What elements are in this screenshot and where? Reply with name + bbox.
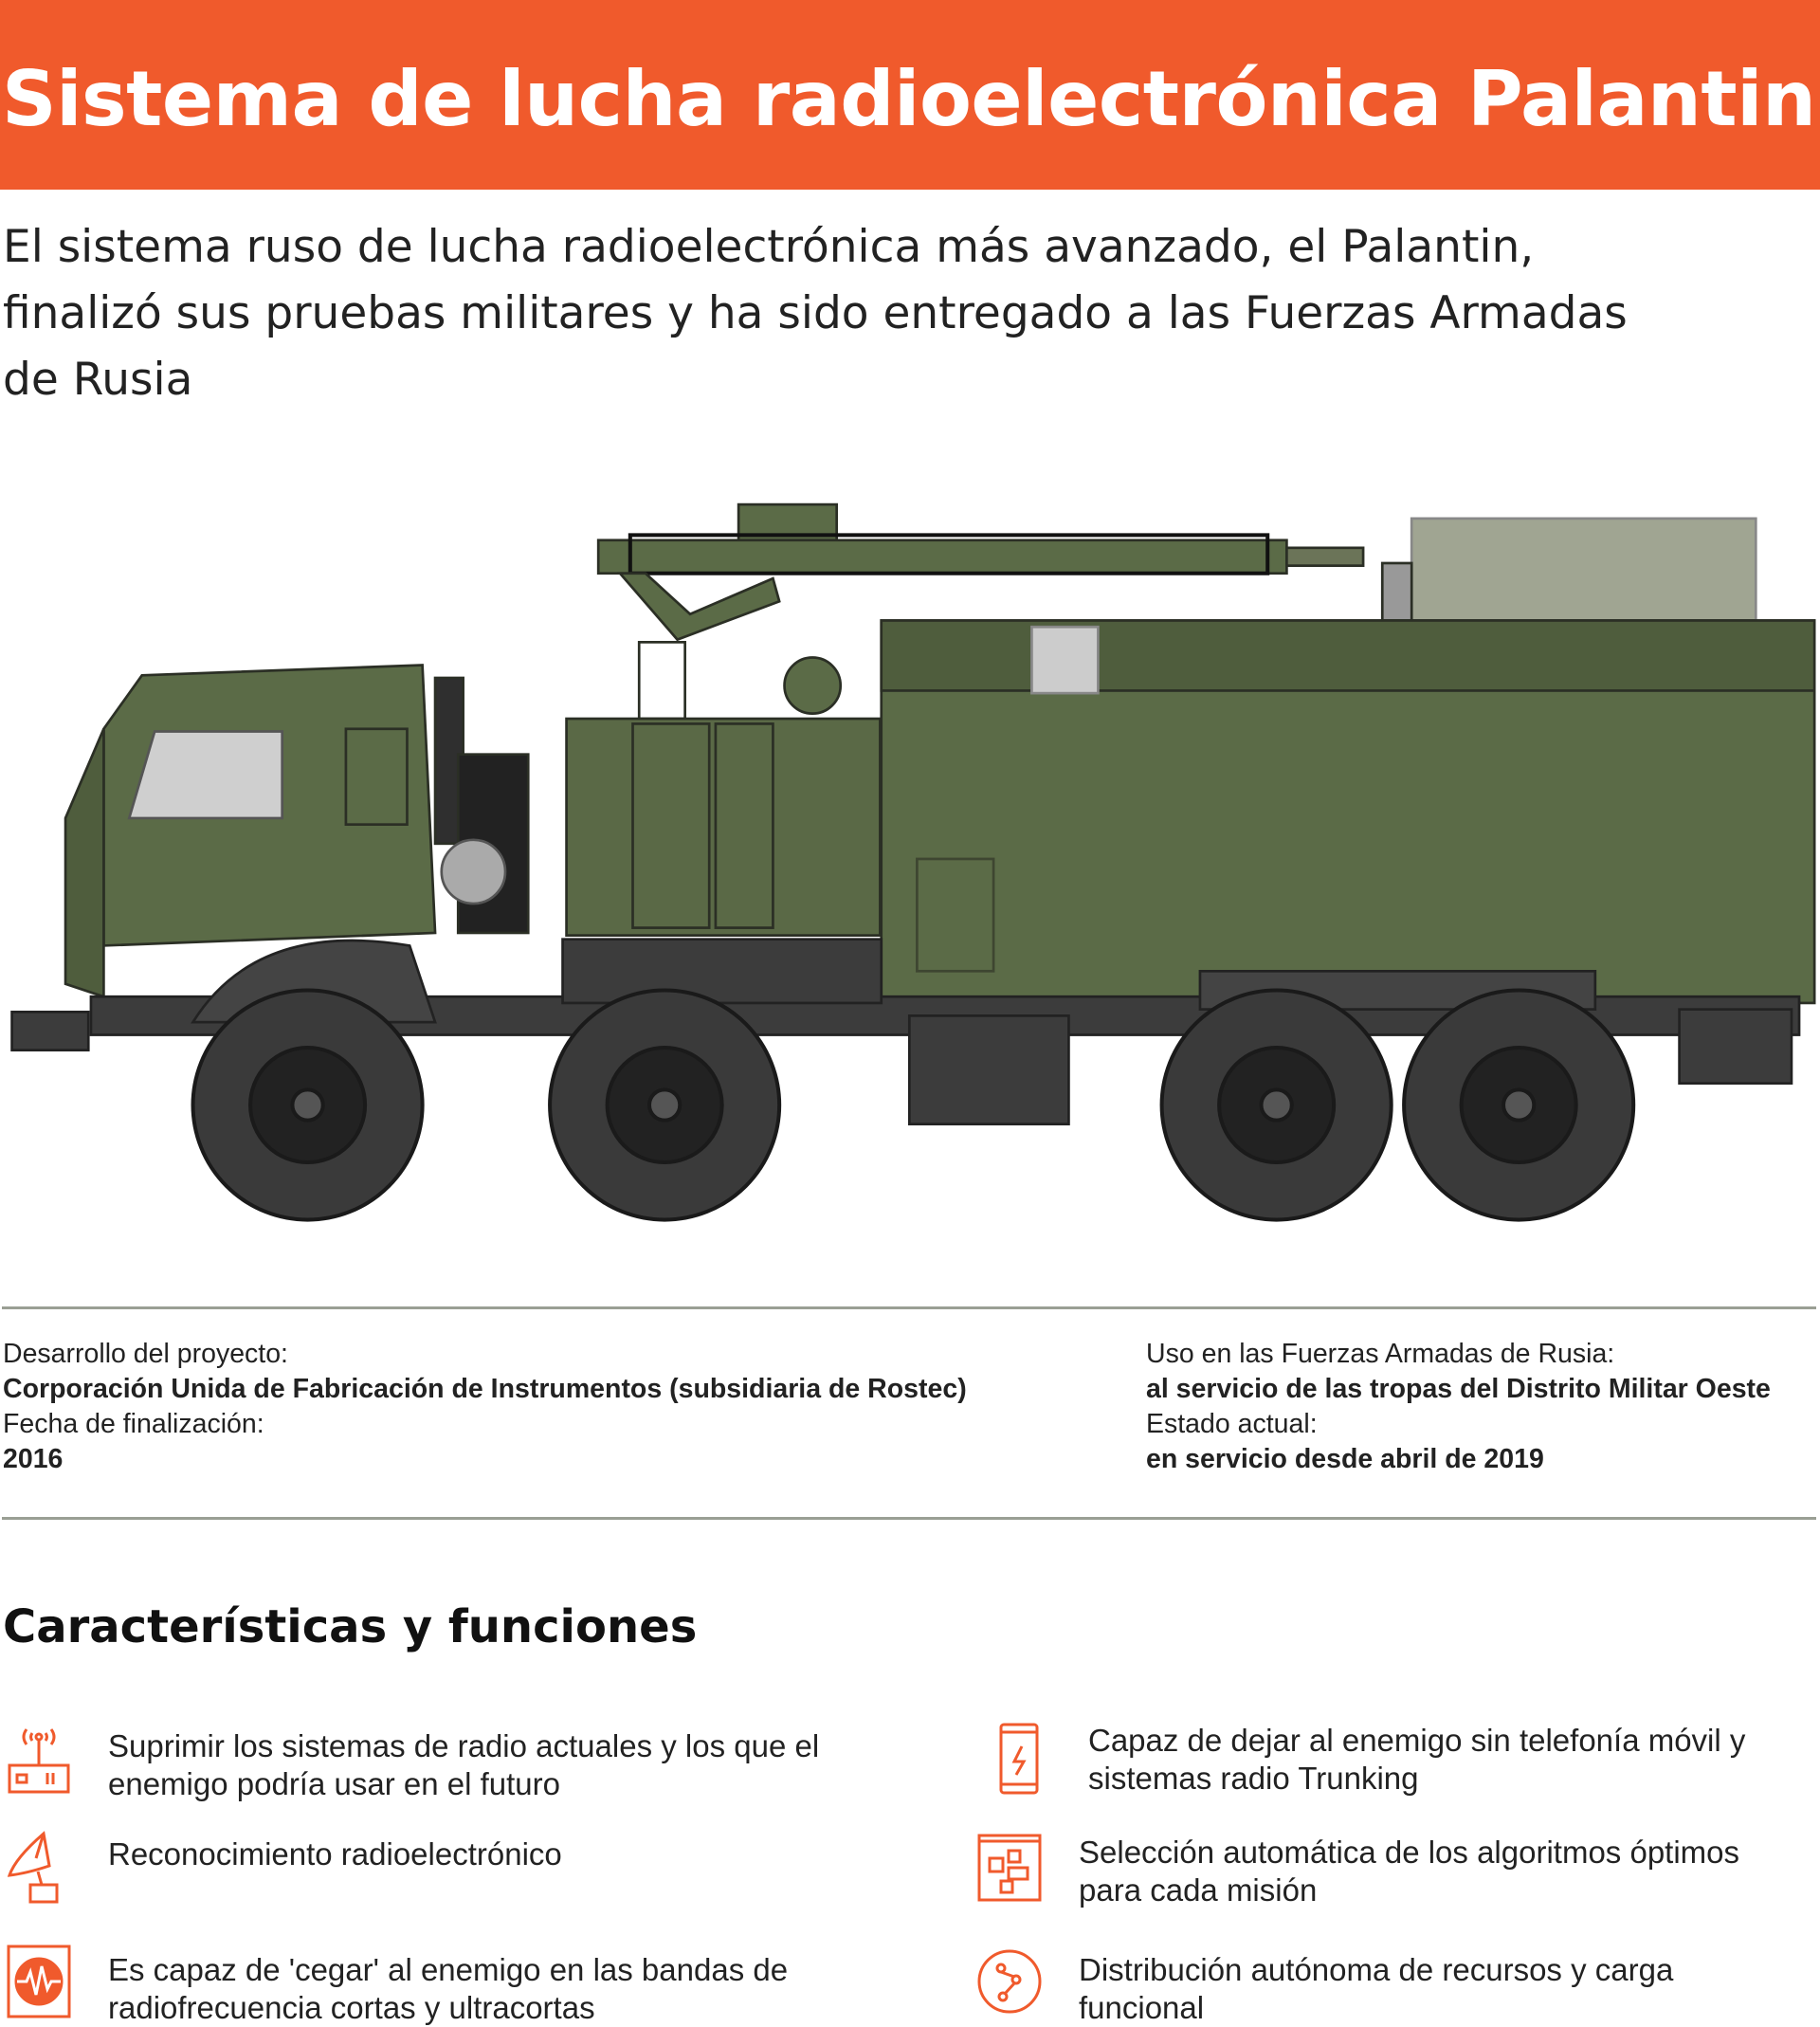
info-right: Uso en las Fuerzas Armadas de Rusia: al … bbox=[1146, 1337, 1771, 1477]
feature-item: Distribución autónoma de recursos y carg… bbox=[976, 1944, 1801, 2027]
satellite-dish-icon bbox=[7, 1831, 59, 1904]
feature-text: Distribución autónoma de recursos y carg… bbox=[1079, 1952, 1674, 2025]
usage-value: al servicio de las tropas del Distrito M… bbox=[1146, 1374, 1771, 1404]
radio-transmitter-icon bbox=[8, 1728, 70, 1794]
status-label: Estado actual: bbox=[1146, 1409, 1318, 1439]
palantin-truck-illustration bbox=[10, 502, 1816, 1222]
mobile-phone-lightning-icon bbox=[999, 1723, 1039, 1795]
algorithm-blocks-icon bbox=[977, 1834, 1042, 1902]
feature-item: Reconocimiento radioelectrónico bbox=[6, 1830, 859, 1906]
completion-value: 2016 bbox=[3, 1444, 64, 1474]
feature-item: Selección automática de los algoritmos ó… bbox=[976, 1830, 1801, 1909]
divider-top bbox=[2, 1306, 1816, 1309]
feature-text: Capaz de dejar al enemigo sin telefonía … bbox=[1088, 1723, 1746, 1796]
feature-item: Suprimir los sistemas de radio actuales … bbox=[6, 1722, 859, 1803]
completion-label: Fecha de finalización: bbox=[3, 1409, 264, 1439]
feature-item: Capaz de dejar al enemigo sin telefonía … bbox=[986, 1722, 1801, 1798]
network-globe-icon bbox=[977, 1949, 1042, 2014]
feature-text: Reconocimiento radioelectrónico bbox=[108, 1836, 562, 1872]
usage-label: Uso en las Fuerzas Armadas de Rusia: bbox=[1146, 1339, 1615, 1369]
divider-bottom bbox=[2, 1517, 1816, 1520]
development-value: Corporación Unida de Fabricación de Inst… bbox=[3, 1374, 967, 1404]
title-banner: Sistema de lucha radioelectrónica Palant… bbox=[0, 0, 1820, 190]
intro-text: El sistema ruso de lucha radioelectrónic… bbox=[3, 221, 1628, 406]
feature-text: Selección automática de los algoritmos ó… bbox=[1079, 1835, 1740, 1908]
feature-item: Es capaz de 'cegar' al enemigo en las ba… bbox=[6, 1944, 859, 2027]
development-label: Desarrollo del proyecto: bbox=[3, 1339, 288, 1369]
status-value: en servicio desde abril de 2019 bbox=[1146, 1444, 1544, 1474]
page-title: Sistema de lucha radioelectrónica Palant… bbox=[2, 55, 1816, 143]
feature-text: Es capaz de 'cegar' al enemigo en las ba… bbox=[108, 1952, 789, 2025]
info-left: Desarrollo del proyecto: Corporación Uni… bbox=[3, 1337, 967, 1477]
wheels bbox=[191, 988, 1636, 1222]
features-heading: Características y funciones bbox=[3, 1600, 698, 1653]
feature-text: Suprimir los sistemas de radio actuales … bbox=[108, 1728, 820, 1801]
signal-wave-icon bbox=[7, 1945, 71, 2018]
